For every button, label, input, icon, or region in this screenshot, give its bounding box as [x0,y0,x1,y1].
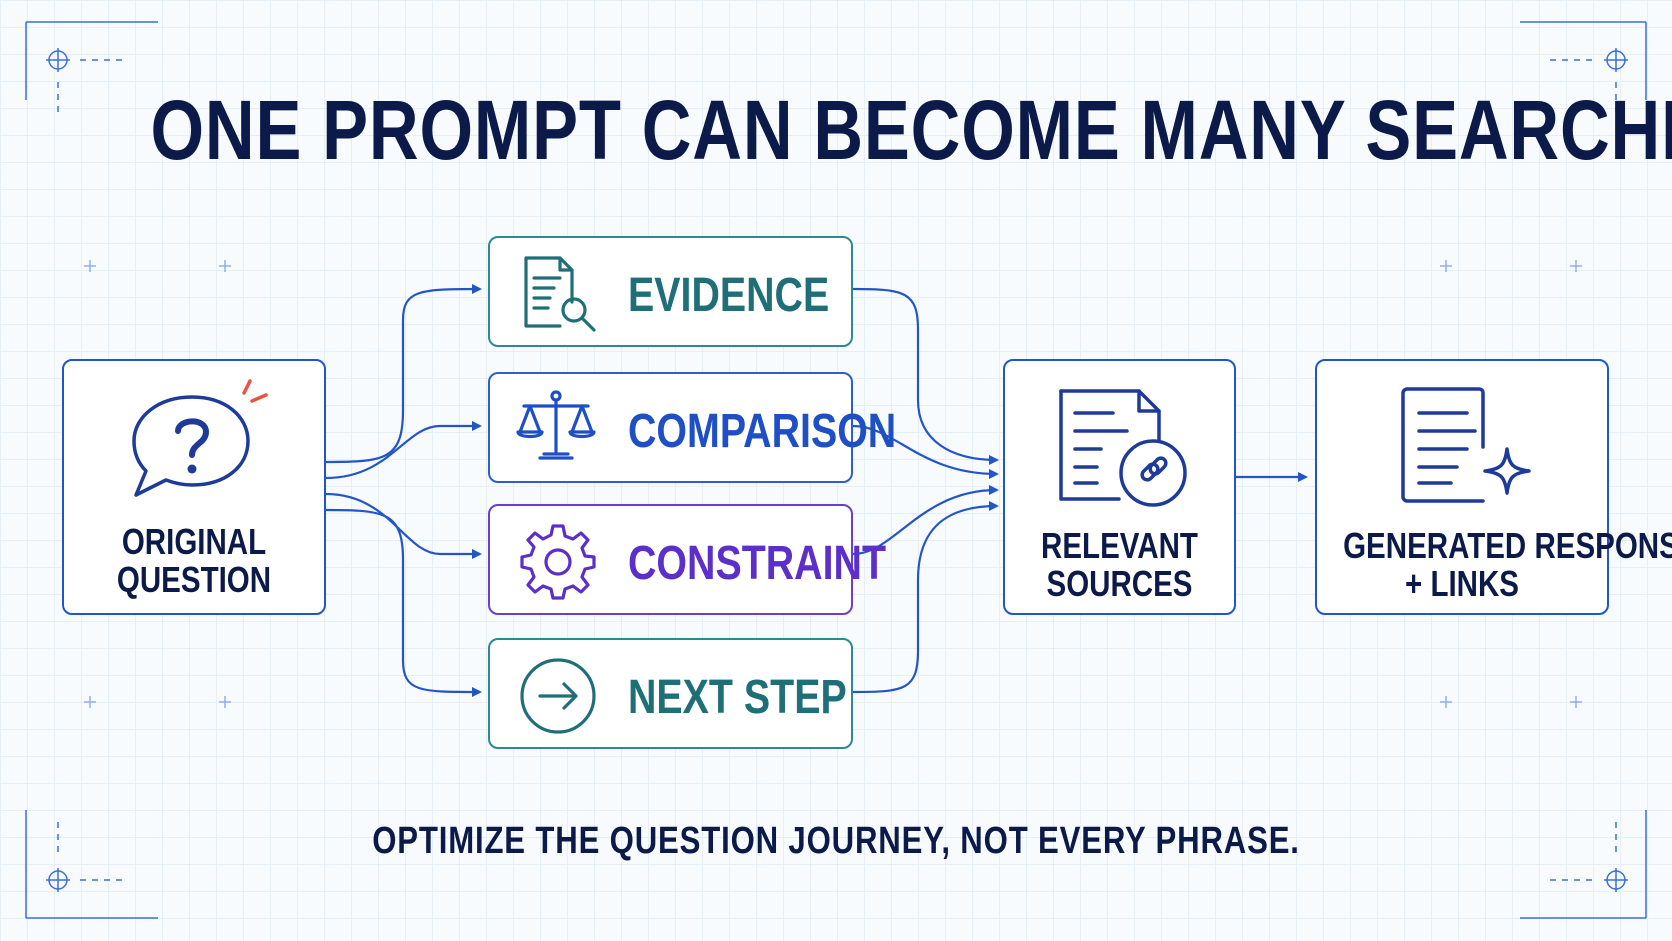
connector-to-evidence [325,284,482,464]
comparison-label: COMPARISON [628,405,897,458]
question-bubble-icon [132,379,268,497]
relevant-sources-node: RELEVANT SOURCES [1003,359,1236,615]
connector-to-comparison [325,421,482,480]
gear-icon [520,524,596,600]
arrow-circle-icon [520,658,596,734]
document-sparkle-icon [1401,387,1531,503]
original-question-label: ORIGINAL QUESTION [87,523,300,599]
generated-response-line2: + LINKS [1404,563,1520,604]
generated-response-line1: GENERATED RESPONSE [1343,525,1672,566]
relevant-sources-line1: RELEVANT [1041,525,1198,566]
generated-response-node: GENERATED RESPONSE + LINKS [1315,359,1672,615]
balance-scale-icon [516,390,596,460]
constraint-node: CONSTRAINT [488,504,886,615]
evidence-label: EVIDENCE [628,269,830,322]
relevant-sources-label: RELEVANT SOURCES [1026,527,1214,603]
relevant-sources-line2: SOURCES [1046,563,1193,604]
evidence-node: EVIDENCE [488,236,853,347]
generated-response-label: GENERATED RESPONSE + LINKS [1343,525,1672,604]
constraint-label: CONSTRAINT [628,537,887,590]
document-search-icon [524,256,596,332]
comparison-node: COMPARISON [488,372,896,483]
connector-evidence-to-sources [852,287,999,465]
connector-next-step-to-sources [852,501,999,694]
document-link-icon [1059,389,1187,507]
connector-constraint-to-sources [852,485,999,556]
next-step-node: NEXT STEP [488,638,853,749]
original-question-line1: ORIGINAL [121,521,267,562]
original-question-node: ORIGINAL QUESTION [62,359,326,615]
subtitle-caption: OPTIMIZE THE QUESTION JOURNEY, NOT EVERY… [372,820,1300,862]
page-title: ONE PROMPT CAN BECOME MANY SEARCHES [150,83,1672,177]
connector-to-next-step [325,508,482,697]
original-question-line2: QUESTION [116,559,272,600]
connector-comparison-to-sources [852,424,999,479]
next-step-label: NEXT STEP [628,671,847,724]
